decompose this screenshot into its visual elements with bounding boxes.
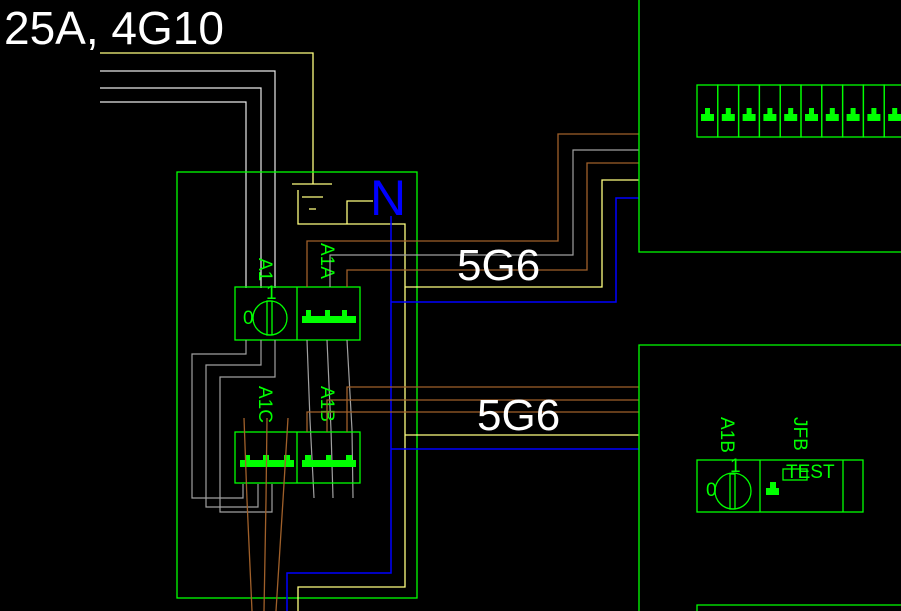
supply-earth-wire bbox=[100, 52, 314, 184]
terminal-strip-bottom bbox=[696, 604, 901, 611]
wire bbox=[243, 417, 253, 611]
cable1-label: 5G6 bbox=[457, 241, 540, 290]
terminal-cell bbox=[862, 84, 885, 138]
remote-switch-label: A1B bbox=[716, 417, 737, 453]
terminal-icon bbox=[763, 108, 777, 121]
terminal-icon bbox=[721, 108, 735, 121]
supply-wire-l1 bbox=[100, 101, 247, 288]
terminal-icon bbox=[701, 108, 714, 121]
switch-a1-label: A1 bbox=[254, 258, 275, 281]
switch-pos-1: 1 bbox=[266, 283, 277, 304]
breaker-a1c-label: A1C bbox=[254, 386, 275, 423]
terminal-icon bbox=[805, 108, 818, 121]
cable1-l1-wire bbox=[306, 133, 639, 287]
wire bbox=[346, 339, 354, 499]
earth-symbol bbox=[292, 183, 406, 611]
cable2-l3-wire bbox=[306, 411, 639, 432]
wire bbox=[219, 340, 276, 513]
cable1-l2-wire bbox=[329, 149, 639, 287]
wire bbox=[306, 339, 315, 499]
terminal-cell bbox=[737, 84, 761, 138]
wire bbox=[326, 339, 334, 499]
cable2-label: 5G6 bbox=[477, 391, 560, 440]
terminal-icon bbox=[888, 108, 901, 121]
cable1-earth-wire bbox=[405, 179, 639, 288]
wire bbox=[263, 417, 268, 611]
cable2-l1-wire bbox=[346, 386, 639, 432]
test-button[interactable] bbox=[782, 468, 808, 481]
breaker-a1a-label: A1A bbox=[316, 243, 337, 279]
cabinet-enclosure bbox=[176, 171, 418, 599]
panel-bottom-right bbox=[638, 344, 901, 611]
cable2-l2-wire bbox=[326, 399, 639, 432]
cable1-l3-wire bbox=[346, 162, 639, 287]
terminal-cell bbox=[696, 84, 719, 138]
neutral-label: N bbox=[370, 170, 406, 226]
terminal-icon bbox=[846, 108, 860, 121]
terminal-icon bbox=[784, 108, 798, 121]
supply-wire-l3 bbox=[100, 70, 276, 288]
terminal-icon bbox=[742, 108, 756, 121]
main-switch-a1[interactable]: 0 1 bbox=[234, 283, 361, 341]
terminal-cell bbox=[779, 84, 802, 138]
cable1-neutral-wire bbox=[391, 197, 639, 303]
wire bbox=[205, 340, 262, 508]
remote-pos-1: 1 bbox=[730, 456, 741, 477]
terminal-strip bbox=[696, 84, 901, 138]
remote-switch-rcd[interactable]: 0 1 TEST bbox=[696, 456, 864, 513]
wire bbox=[191, 340, 247, 499]
terminal-icon bbox=[825, 108, 839, 121]
panel-top-right bbox=[638, 0, 901, 253]
terminal-cell bbox=[883, 84, 901, 138]
terminal-cell bbox=[841, 84, 865, 138]
remote-rcd-label: JFB bbox=[789, 417, 810, 451]
terminal-icon bbox=[867, 108, 881, 121]
breaker-a1c-a1b[interactable] bbox=[234, 431, 361, 484]
breaker-a1a-symbol bbox=[302, 310, 356, 323]
terminal-cell bbox=[758, 84, 781, 138]
breaker-a1b-symbol bbox=[302, 455, 356, 467]
supply-wire-l2 bbox=[100, 87, 262, 288]
terminal-cell bbox=[800, 84, 823, 138]
remote-pos-0: 0 bbox=[706, 480, 717, 501]
terminal-icon bbox=[766, 482, 779, 495]
terminal-cell bbox=[821, 84, 844, 138]
supply-label: 25A, 4G10 bbox=[4, 2, 224, 54]
wire bbox=[275, 417, 289, 611]
terminal-cell bbox=[717, 84, 740, 138]
switch-pos-0: 0 bbox=[243, 308, 254, 329]
test-label: TEST bbox=[786, 462, 835, 483]
neutral-bus-wire bbox=[286, 216, 392, 611]
